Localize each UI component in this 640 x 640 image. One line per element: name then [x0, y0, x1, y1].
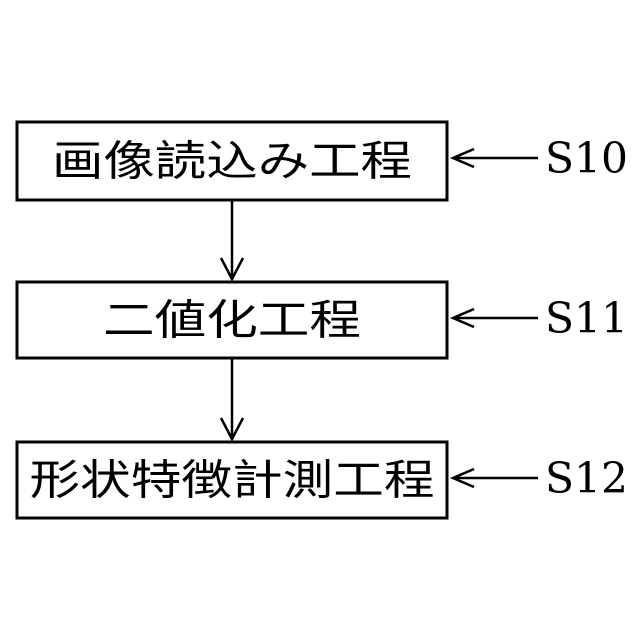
step-box-s12: 形状特徴計測工程	[17, 442, 447, 518]
step-label-s10: 画像読込み工程	[52, 137, 412, 186]
ref-label-s11: S11	[545, 294, 628, 343]
step-label-s11: 二値化工程	[103, 296, 361, 345]
step-box-s11: 二値化工程	[17, 282, 447, 358]
flow-arrow-s10-s11	[221, 200, 243, 279]
ref-pointer-s11: S11	[453, 294, 628, 343]
step-label-s12: 形状特徴計測工程	[30, 456, 435, 505]
ref-label-s10: S10	[545, 134, 628, 183]
ref-pointer-s10: S10	[453, 134, 628, 183]
ref-pointer-s12: S12	[453, 454, 628, 503]
step-box-s10: 画像読込み工程	[17, 122, 447, 200]
flow-arrow-s11-s12	[221, 358, 243, 439]
ref-label-s12: S12	[545, 454, 628, 503]
